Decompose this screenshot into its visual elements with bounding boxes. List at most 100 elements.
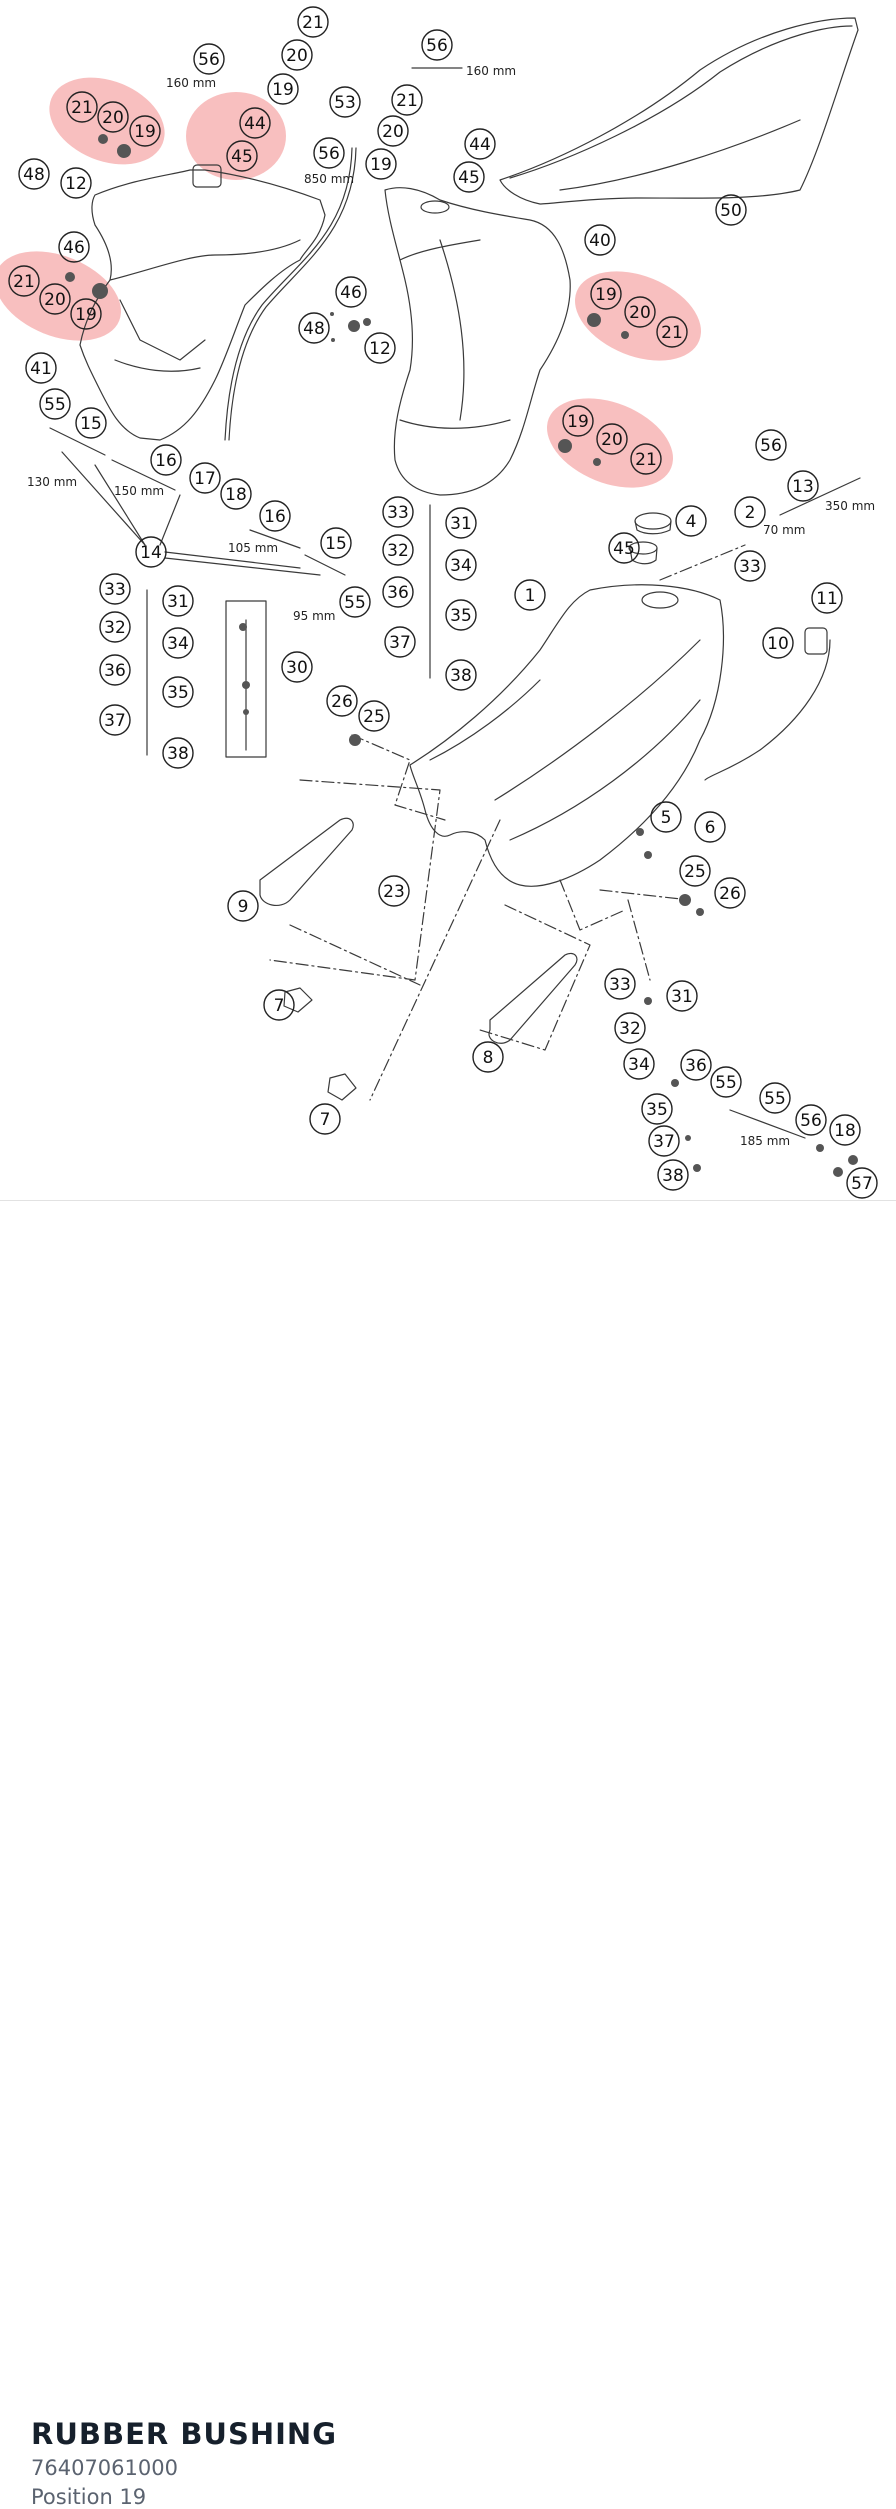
callout-34[interactable]: 34 [445,549,477,581]
callout-57[interactable]: 57 [846,1167,878,1199]
callout-55[interactable]: 55 [759,1082,791,1114]
callout-44[interactable]: 44 [464,128,496,160]
callout-2[interactable]: 2 [734,496,766,528]
callout-40[interactable]: 40 [584,224,616,256]
callout-21[interactable]: 21 [656,316,688,348]
callout-48[interactable]: 48 [298,312,330,344]
callout-5[interactable]: 5 [650,801,682,833]
callout-31[interactable]: 31 [445,507,477,539]
callout-53[interactable]: 53 [329,86,361,118]
callout-56[interactable]: 56 [421,29,453,61]
callout-14[interactable]: 14 [135,536,167,568]
callout-56[interactable]: 56 [795,1104,827,1136]
callout-18[interactable]: 18 [220,478,252,510]
callout-45[interactable]: 45 [453,161,485,193]
callout-21[interactable]: 21 [391,84,423,116]
callout-21[interactable]: 21 [297,6,329,38]
callout-19[interactable]: 19 [70,298,102,330]
callout-50[interactable]: 50 [715,194,747,226]
callout-26[interactable]: 26 [714,877,746,909]
callout-31[interactable]: 31 [162,585,194,617]
callout-4[interactable]: 4 [675,505,707,537]
callout-32[interactable]: 32 [382,534,414,566]
callout-38[interactable]: 38 [162,737,194,769]
rod [249,529,301,549]
highlight-group[interactable] [0,234,134,358]
callout-46[interactable]: 46 [335,276,367,308]
callout-16[interactable]: 16 [259,500,291,532]
callout-34[interactable]: 34 [162,627,194,659]
callout-56[interactable]: 56 [313,137,345,169]
callout-1[interactable]: 1 [514,579,546,611]
callout-35[interactable]: 35 [641,1093,673,1125]
callout-9[interactable]: 9 [227,890,259,922]
callout-17[interactable]: 17 [189,462,221,494]
callout-33[interactable]: 33 [734,550,766,582]
callout-33[interactable]: 33 [382,496,414,528]
callout-11[interactable]: 11 [811,582,843,614]
callout-32[interactable]: 32 [99,611,131,643]
callout-8[interactable]: 8 [472,1041,504,1073]
callout-20[interactable]: 20 [281,39,313,71]
callout-31[interactable]: 31 [666,980,698,1012]
callout-55[interactable]: 55 [339,586,371,618]
callout-20[interactable]: 20 [97,101,129,133]
callout-46[interactable]: 46 [58,231,90,263]
callout-20[interactable]: 20 [39,283,71,315]
callout-35[interactable]: 35 [162,676,194,708]
callout-label: 19 [567,412,589,432]
callout-16[interactable]: 16 [150,444,182,476]
highlight-group[interactable] [186,92,286,180]
callout-33[interactable]: 33 [604,968,636,1000]
callout-36[interactable]: 36 [680,1049,712,1081]
callout-37[interactable]: 37 [648,1125,680,1157]
callout-12[interactable]: 12 [364,332,396,364]
callout-33[interactable]: 33 [99,573,131,605]
callout-38[interactable]: 38 [445,659,477,691]
callout-37[interactable]: 37 [384,626,416,658]
callout-19[interactable]: 19 [365,148,397,180]
callout-21[interactable]: 21 [8,265,40,297]
callout-32[interactable]: 32 [614,1012,646,1044]
callout-10[interactable]: 10 [762,627,794,659]
callout-37[interactable]: 37 [99,704,131,736]
callout-55[interactable]: 55 [39,388,71,420]
callout-12[interactable]: 12 [60,167,92,199]
callout-25[interactable]: 25 [358,700,390,732]
callout-45[interactable]: 45 [226,140,258,172]
callout-13[interactable]: 13 [787,470,819,502]
callout-23[interactable]: 23 [378,875,410,907]
callout-36[interactable]: 36 [382,576,414,608]
callout-15[interactable]: 15 [75,407,107,439]
callout-48[interactable]: 48 [18,158,50,190]
highlight-group[interactable] [534,381,686,505]
callout-7[interactable]: 7 [309,1103,341,1135]
callout-56[interactable]: 56 [755,429,787,461]
callout-38[interactable]: 38 [657,1159,689,1191]
callout-21[interactable]: 21 [630,443,662,475]
callout-15[interactable]: 15 [320,527,352,559]
callout-19[interactable]: 19 [267,73,299,105]
callout-21[interactable]: 21 [66,91,98,123]
callout-20[interactable]: 20 [377,115,409,147]
callout-55[interactable]: 55 [710,1066,742,1098]
callout-19[interactable]: 19 [590,278,622,310]
callout-20[interactable]: 20 [596,423,628,455]
callout-56[interactable]: 56 [193,43,225,75]
callout-18[interactable]: 18 [829,1114,861,1146]
callout-19[interactable]: 19 [562,405,594,437]
callout-35[interactable]: 35 [445,599,477,631]
highlight-group[interactable] [562,254,714,378]
callout-30[interactable]: 30 [281,651,313,683]
callout-45[interactable]: 45 [608,532,640,564]
callout-6[interactable]: 6 [694,811,726,843]
callout-25[interactable]: 25 [679,855,711,887]
callout-41[interactable]: 41 [25,352,57,384]
callout-19[interactable]: 19 [129,115,161,147]
callout-44[interactable]: 44 [239,107,271,139]
callout-36[interactable]: 36 [99,654,131,686]
callout-7[interactable]: 7 [263,989,295,1021]
callout-26[interactable]: 26 [326,685,358,717]
callout-34[interactable]: 34 [623,1048,655,1080]
callout-20[interactable]: 20 [624,296,656,328]
